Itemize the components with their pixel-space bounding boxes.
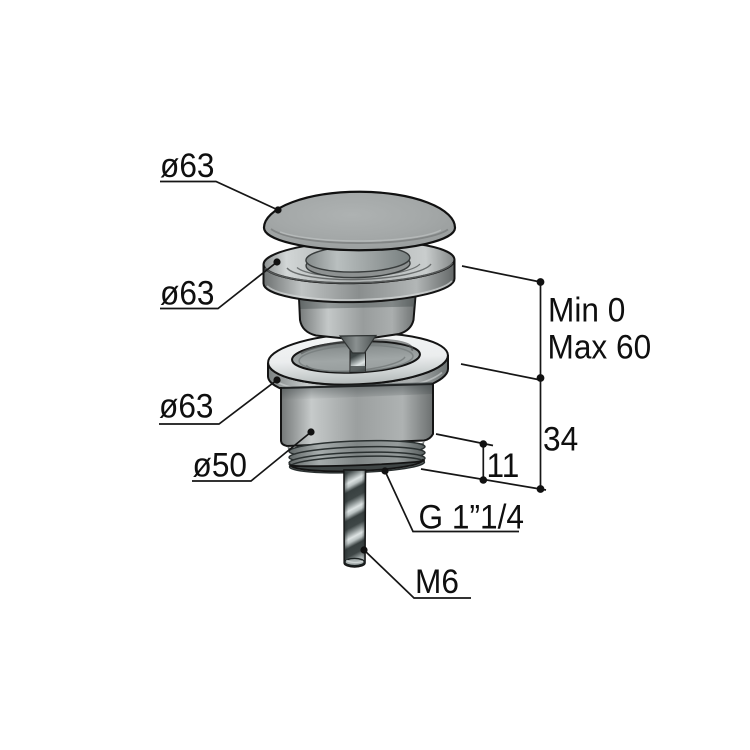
svg-text:11: 11 [487,446,520,484]
svg-text:ø50: ø50 [193,445,247,483]
svg-text:M6: M6 [415,562,459,600]
svg-text:34: 34 [543,419,578,457]
svg-text:ø63: ø63 [160,273,214,311]
svg-text:ø63: ø63 [160,146,214,184]
svg-text:G 1”1/4: G 1”1/4 [419,497,524,535]
svg-text:Min 0: Min 0 [548,290,625,328]
svg-text:ø63: ø63 [159,386,213,424]
svg-text:Max 60: Max 60 [548,327,652,365]
